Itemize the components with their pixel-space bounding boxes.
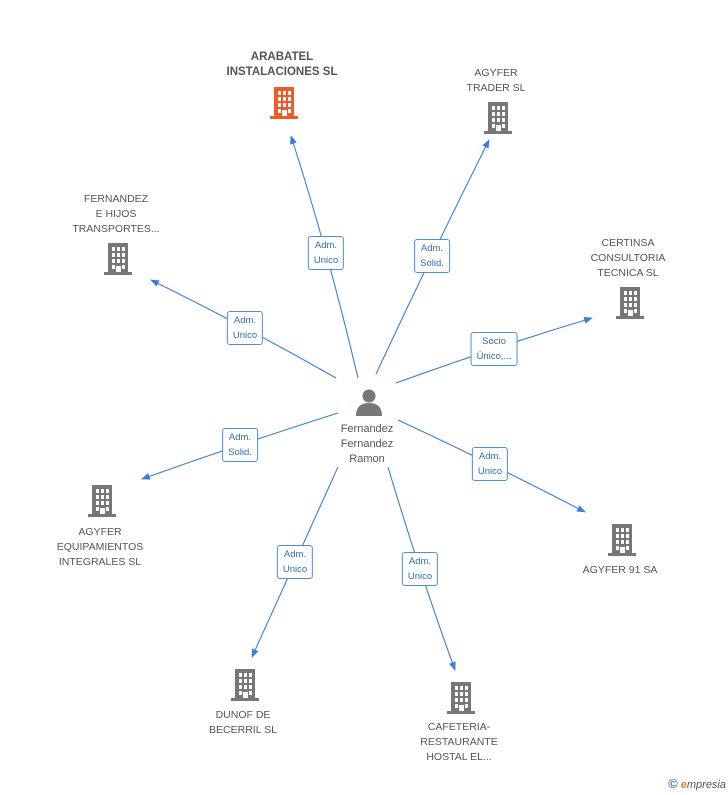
company-name: FERNANDEZ E HIJOS TRANSPORTES... — [72, 193, 160, 235]
copyright-icon: © — [668, 776, 678, 791]
role-badge[interactable]: Socio Único,... — [470, 332, 518, 366]
building-icon — [445, 680, 477, 719]
company-name: AGYFER 91 SA — [582, 564, 658, 576]
company-name: CERTINSA CONSULTORIA TECNICA SL — [590, 237, 666, 279]
building-icon — [229, 667, 261, 706]
company-name: ARABATEL INSTALACIONES SL — [226, 51, 338, 78]
company-name: AGYFER EQUIPAMIENTOS INTEGRALES SL — [56, 526, 144, 568]
role-badge[interactable]: Adm. Unico — [276, 545, 314, 579]
building-icon — [614, 285, 646, 324]
person-name: Fernandez Fernandez Ramon — [340, 423, 394, 465]
footer: © empresia — [668, 776, 726, 791]
person-icon — [356, 389, 382, 416]
role-badge[interactable]: Adm. Unico — [226, 311, 264, 345]
role-badge[interactable]: Adm. Unico — [471, 447, 509, 481]
role-badge[interactable]: Adm. Unico — [401, 552, 439, 586]
role-badge[interactable]: Adm. Unico — [307, 236, 345, 270]
company-name: CAFETERIA- RESTAURANTE HOSTAL EL... — [420, 721, 498, 763]
building-icon — [102, 241, 134, 280]
building-icon — [86, 483, 118, 522]
role-badge[interactable]: Adm. Solid. — [414, 239, 450, 273]
role-badge[interactable]: Adm. Solid. — [222, 428, 258, 462]
building-icon — [606, 522, 638, 561]
building-icon — [482, 100, 514, 139]
brand-logo[interactable]: empresia — [680, 779, 726, 791]
company-name: DUNOF DE BECERRIL SL — [209, 709, 277, 736]
building-icon — [268, 85, 300, 124]
company-name: AGYFER TRADER SL — [466, 67, 526, 94]
